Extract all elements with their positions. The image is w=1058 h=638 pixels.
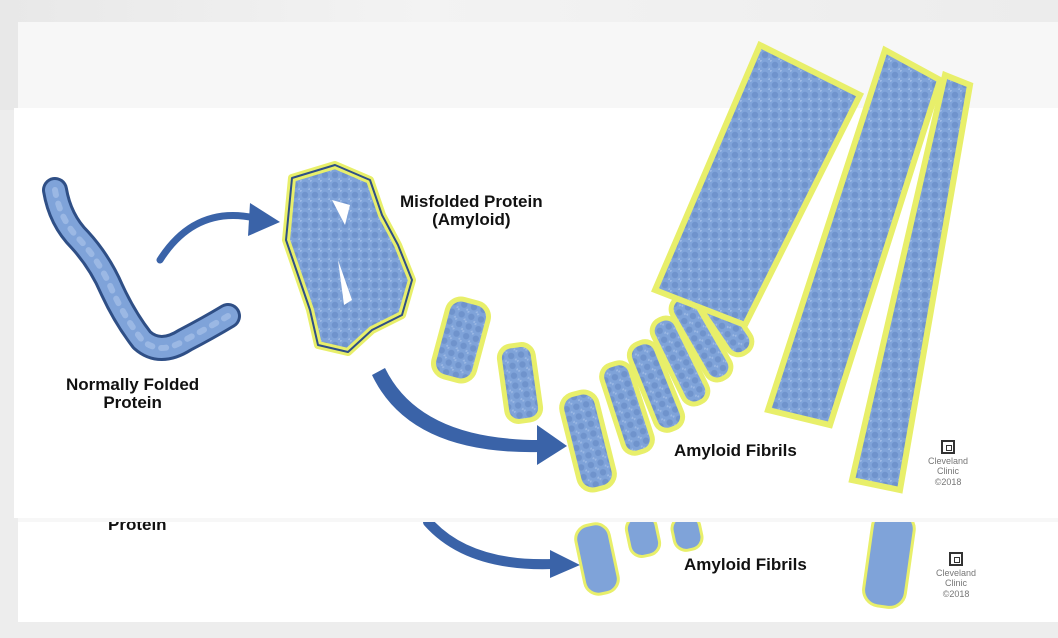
cleveland-clinic-icon xyxy=(941,440,955,454)
oligomers xyxy=(430,296,542,423)
amyloid-fibril-long xyxy=(655,45,970,490)
misfolded-protein xyxy=(286,165,412,352)
normally-folded-protein-label: Normally Folded Protein xyxy=(66,376,199,413)
normally-folded-protein xyxy=(55,190,228,348)
misfolded-protein-label: Misfolded Protein (Amyloid) xyxy=(400,193,543,230)
misfolded-line: Misfolded Protein (Amyloid) xyxy=(400,193,543,230)
normally-folded-line: Normally Folded Protein xyxy=(66,376,199,413)
amyloid-fibrils-label: Amyloid Fibrils xyxy=(674,442,797,460)
logo-name-line1: Cleveland xyxy=(928,456,968,466)
arrow-to-misfolded xyxy=(160,203,280,260)
logo-name-line2: Clinic xyxy=(928,466,968,476)
logo-year: ©2018 xyxy=(928,477,968,487)
cleveland-clinic-logo: Cleveland Clinic ©2018 xyxy=(928,440,968,487)
